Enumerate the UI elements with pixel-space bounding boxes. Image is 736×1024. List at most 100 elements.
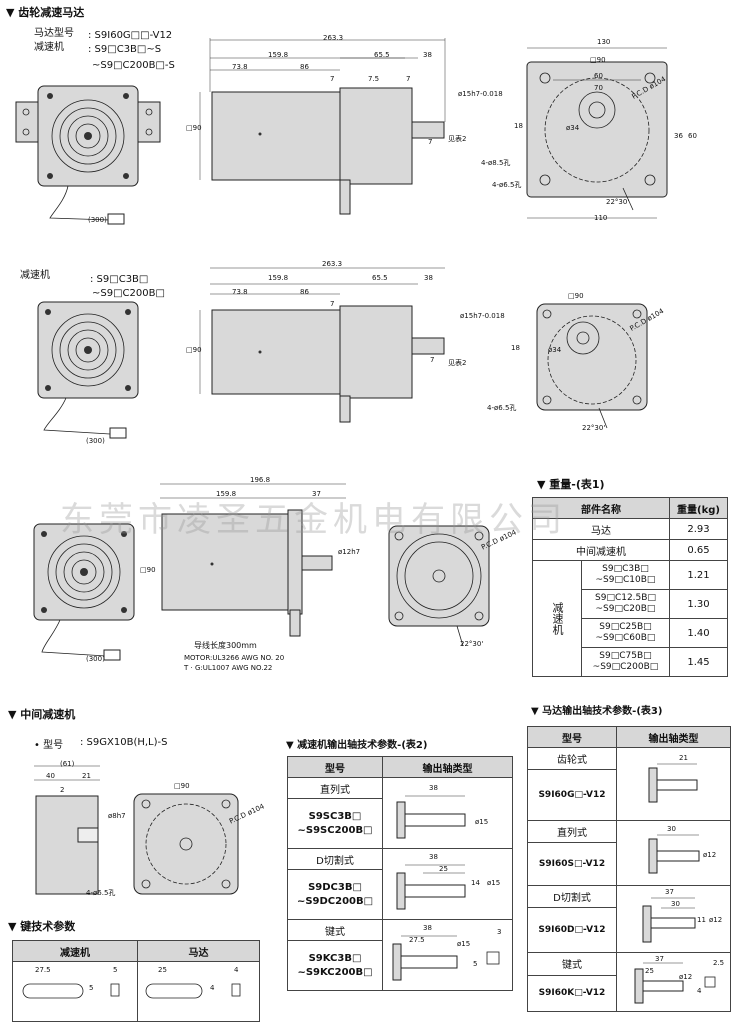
front-view-drawing-2: [536, 303, 648, 429]
front-hole85-1: 4-ø8.5孔: [481, 159, 511, 167]
see-table2-1: 见表2: [448, 135, 467, 143]
table2-row3-dim-w: 5: [473, 960, 478, 968]
rear-view-drawing-1: [15, 85, 161, 225]
key-header-reducer: 减速机: [12, 940, 138, 962]
middle-side-view: [34, 765, 100, 895]
dim-total-3: 196.8: [250, 476, 271, 484]
dim-7a-2: 7: [330, 300, 335, 308]
table3-row1-svg: [648, 763, 698, 803]
table3-row4-dim-h: 2.5: [713, 959, 725, 967]
model-value-reducer: : S9□C3B□~S: [88, 44, 162, 55]
table3-row2-svg: [648, 834, 700, 874]
table1-header-part: 部件名称: [532, 497, 670, 519]
table1-group-row-1-weight: 1.21: [668, 560, 729, 590]
middle-dim-21: 21: [82, 772, 91, 780]
dim-38-2: 38: [424, 274, 433, 282]
middle-hole65: 4-ø6.5孔: [86, 889, 116, 897]
dim-sq90-3: □90: [140, 566, 156, 574]
table2-row3-dim-len: 38: [423, 924, 432, 932]
model-value-reducer-range: ~S9□C200B□-S: [92, 60, 175, 71]
key-params-title: ▼ 键技术参数: [8, 920, 76, 933]
table2-header-shaft: 输出轴类型: [382, 756, 513, 778]
table2-row1-svg: [396, 795, 466, 839]
table1-group-row-1-model1: S9□C3B□: [602, 564, 649, 574]
dim-37-3: 37: [312, 490, 321, 498]
front-d18-1: 18: [514, 122, 523, 130]
table2-row2-model: S9DC3B□~S9DC200B□: [287, 869, 383, 920]
front-d36-1: 36: [674, 132, 683, 140]
model-label-reducer: 减速机: [34, 42, 64, 53]
middle-front-view: [133, 793, 239, 895]
motor-shaft-table: 型号 输出轴类型 齿轮式 21 S9I60G□-V12 直列式 30 ø12: [527, 726, 731, 1013]
table3-row2-type: 直列式: [527, 820, 617, 843]
table2-title: ▼ 减速机输出轴技术参数-(表2): [286, 740, 428, 751]
table1-group-row-3-model1: S9□C25B□: [599, 622, 652, 632]
table2-row2-dim-len: 38: [429, 853, 438, 861]
table1-group-row-2-model: S9□C12.5B□~S9□C20B□: [581, 589, 670, 619]
table3-row2-drawing: 30 ø12: [616, 820, 731, 886]
table3-row3-dim-flat: 11: [697, 916, 706, 924]
front-angle-3: 22°30': [460, 640, 484, 648]
table1-row-middle-weight: 0.65: [668, 539, 729, 561]
key-reducer-svg: [22, 983, 120, 999]
table2-row3-dim-dia: ø15: [457, 940, 471, 948]
table2-row1-model: S9SC3B□~S9SC200B□: [287, 798, 383, 849]
dim-73-1: 73.8: [232, 63, 248, 71]
side-view-drawing-2: [199, 267, 445, 423]
table2-row1-dim-dia: ø15: [475, 818, 489, 826]
table1-title-text: 重量-(表1): [549, 478, 605, 491]
dim-shaft-2: ø15h7-0.018: [460, 312, 505, 320]
dim-65-1: 65.5: [374, 51, 390, 59]
table1-group-row-2-model1: S9□C12.5B□: [595, 593, 656, 603]
table3-row4-drawing: 37 25 ø12 4 2.5: [616, 952, 731, 1012]
table3-row4-dim-w: 4: [697, 987, 702, 995]
table3-row1-dim-len: 21: [679, 754, 688, 762]
dim-86-2: 86: [300, 288, 309, 296]
watermark: 东莞市凌圣五金机电有限公司: [60, 500, 567, 540]
table2-row1-drawing: 38 ø15: [382, 777, 513, 849]
table2-row3-model: S9KC3B□~S9KC200B□: [287, 940, 383, 991]
model-value-motor: : S9I60G□□-V12: [88, 30, 173, 41]
model-label-motor: 马达型号: [34, 28, 74, 39]
front-angle-2: 22°30': [582, 424, 606, 432]
key-motor-dim-len: 25: [158, 966, 167, 974]
dim-7b-1: 7: [406, 75, 411, 83]
table3-row4-model: S9I60K□-V12: [527, 974, 617, 1013]
model-label-middle-text: 型号: [43, 740, 64, 751]
dim-38-1: 38: [423, 51, 432, 59]
table3-row4-type: 键式: [527, 952, 617, 976]
side-view-drawing-1: [199, 38, 446, 215]
front-view-drawing-3: [388, 525, 490, 647]
table2-title-text: 减速机输出轴技术参数-(表2): [297, 740, 428, 751]
dim-shaft-1: ø15h7-0.018: [458, 90, 503, 98]
table3-header-model: 型号: [527, 726, 617, 748]
table1-header-weight: 重量(kg): [668, 497, 729, 519]
table1-group-row-4-model: S9□C75B□~S9□C200B□: [581, 647, 670, 677]
table2-row2-svg: [396, 864, 466, 910]
table2-row1-dim-len: 38: [429, 784, 438, 792]
table3-row3-drawing: 37 30 11 ø12: [616, 885, 731, 953]
table3-row3-dim-cut: 30: [671, 900, 680, 908]
table2-row3-svg: [392, 935, 500, 981]
key-reducer-dim-h: 5: [113, 966, 118, 974]
key-reducer-drawing: 27.5 5 5: [12, 961, 138, 1022]
key-motor-dim-h: 4: [234, 966, 239, 974]
middle-dim-shaft: ø8h7: [108, 812, 126, 820]
table3-row3-dim-dia: ø12: [709, 916, 723, 924]
front-dim-70-1: 70: [594, 84, 603, 92]
rear-view-drawing-3: [33, 523, 135, 661]
section-title-gear-motor: ▼ 齿轮减速马达: [6, 6, 85, 19]
table3-row3-model: S9I60D□-V12: [527, 906, 617, 954]
middle-dim-40: 40: [46, 772, 55, 780]
table2-row3-drawing: 38 27.5 ø15 5 3: [382, 919, 513, 991]
table1-group-row-4-weight: 1.45: [668, 647, 729, 677]
front-dim-sq90-1: □90: [590, 56, 606, 64]
table3-title: ▼ 马达输出轴技术参数-(表3): [531, 706, 663, 717]
table3-title-text: 马达输出轴技术参数-(表3): [542, 706, 663, 717]
table1-group-row-4-model1: S9□C75B□: [599, 651, 652, 661]
rear-view-drawing-2: [37, 301, 139, 439]
table3-row1-model: S9I60G□-V12: [527, 768, 617, 822]
table2-row2-drawing: 38 25 14 ø15: [382, 848, 513, 920]
table1-group-row-2-weight: 1.30: [668, 589, 729, 619]
model-value-middle: : S9GX10B(H,L)-S: [80, 737, 168, 748]
